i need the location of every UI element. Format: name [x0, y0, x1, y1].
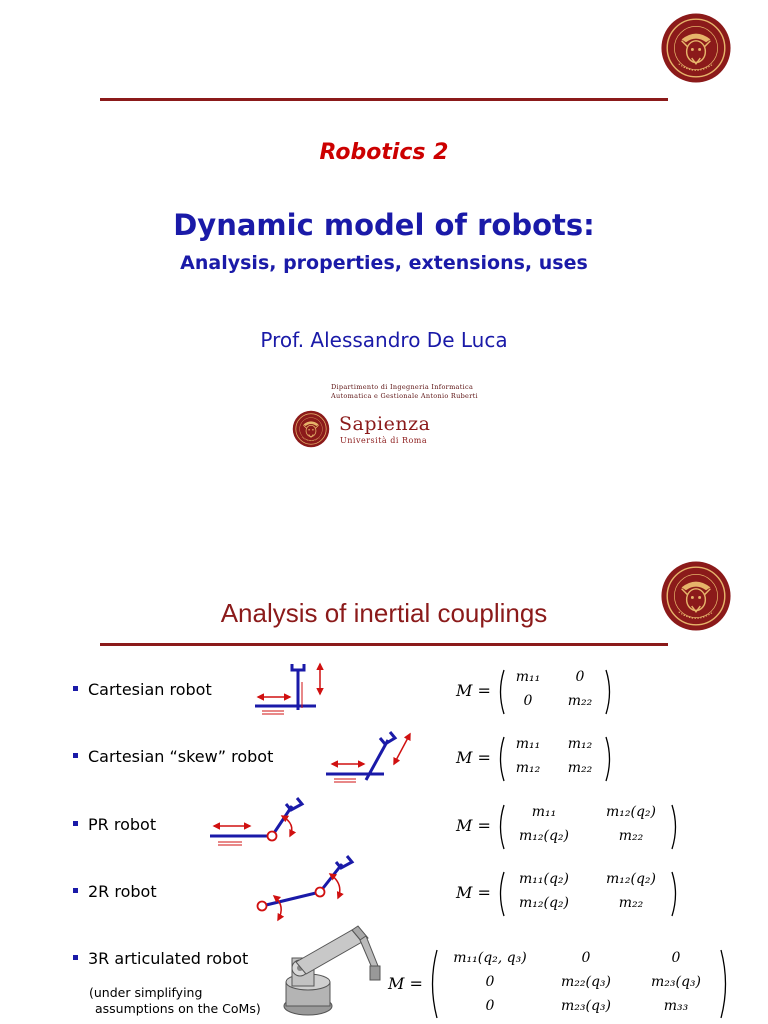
item-label: Cartesian robot	[88, 680, 212, 699]
list-item: 2R robot	[73, 882, 157, 901]
department-name: Dipartimento di Ingegneria Informatica A…	[331, 383, 478, 401]
matrix-lhs: M =	[388, 974, 423, 993]
matrix-cell: 0	[575, 669, 585, 685]
item-note: (under simplifying assumptions on the Co…	[89, 985, 261, 1017]
item-label: 2R robot	[88, 882, 157, 901]
slide-title: Analysis of inertial couplings	[220, 598, 548, 628]
slide-subtitle: Analysis, properties, extensions, uses	[180, 252, 588, 274]
header-rule	[100, 643, 668, 646]
matrix-cell: m₁₁	[515, 669, 541, 685]
list-item: PR robot	[73, 815, 156, 834]
matrix-lhs: M =	[456, 883, 491, 902]
university-name: Sapienza	[339, 413, 431, 435]
department-line-1: Dipartimento di Ingegneria Informatica	[331, 383, 474, 391]
inertia-matrix-3r: M = m₁₁(q₂, q₃) 0 0 0 m₂₂(q₃) m₂₃(q₃) 0 …	[388, 946, 733, 1022]
inertia-matrix-2r: M = m₁₁(q₂) m₁₂(q₂) m₁₂(q₂) m₂₂	[456, 868, 682, 920]
matrix-cell: m₂₃(q₃)	[651, 974, 701, 990]
sapienza-seal-icon	[660, 12, 732, 84]
item-label: PR robot	[88, 815, 157, 834]
matrix-cell: m₁₁(q₂, q₃)	[453, 950, 527, 966]
pr-robot-icon	[210, 797, 305, 846]
matrix-cell: m₁₂(q₂)	[519, 828, 569, 844]
list-item: Cartesian “skew” robot	[73, 747, 273, 766]
matrix-cell: 0	[671, 950, 681, 966]
matrix-cell: m₁₂	[515, 760, 541, 776]
cartesian-robot-icon	[255, 662, 324, 715]
matrix-cell: m₁₁(q₂)	[519, 871, 569, 887]
matrix-cell: m₁₁	[531, 804, 557, 820]
course-name: Robotics 2	[319, 140, 449, 165]
bullet-icon	[73, 888, 78, 893]
author-name: Prof. Alessandro De Luca	[260, 328, 508, 352]
matrix-cell: m₂₂	[567, 760, 593, 776]
skew-robot-icon	[326, 731, 411, 783]
bullet-icon	[73, 686, 78, 691]
matrix-cell: 0	[523, 693, 533, 709]
bullet-icon	[73, 753, 78, 758]
matrix-cell: m₁₁	[515, 736, 541, 752]
list-item: 3R articulated robot	[73, 949, 248, 968]
title-slide: Robotics 2 Dynamic model of robots: Anal…	[100, 0, 768, 512]
matrix-cell: m₁₂(q₂)	[606, 804, 656, 820]
note-line-2: assumptions on the CoMs)	[95, 1001, 261, 1016]
department-line-2: Automatica e Gestionale Antonio Ruberti	[331, 392, 478, 400]
matrix-cell: 0	[485, 974, 495, 990]
item-label: 3R articulated robot	[88, 949, 249, 968]
matrix-cell: m₁₂(q₂)	[519, 895, 569, 911]
inertia-matrix-cartesian: M = m₁₁ 0 0 m₂₂	[456, 666, 616, 718]
note-line-1: (under simplifying	[89, 985, 203, 1000]
header-rule	[100, 98, 668, 101]
inertia-matrix-skew: M = m₁₁ m₁₂ m₁₂ m₂₂	[456, 733, 616, 785]
matrix-cell: 0	[485, 998, 495, 1014]
matrix-cell: m₂₂	[618, 828, 644, 844]
matrix-cell: m₂₂	[567, 693, 593, 709]
matrix-cell: 0	[581, 950, 591, 966]
matrix-cell: m₃₃	[663, 998, 689, 1014]
bullet-icon	[73, 955, 78, 960]
matrix-cell: m₂₂	[618, 895, 644, 911]
inertia-matrix-pr: M = m₁₁ m₁₂(q₂) m₁₂(q₂) m₂₂	[456, 801, 682, 853]
sapienza-logo-icon	[292, 410, 330, 448]
item-label: Cartesian “skew” robot	[88, 747, 274, 766]
matrix-lhs: M =	[456, 748, 491, 767]
matrix-lhs: M =	[456, 816, 491, 835]
content-slide: Analysis of inertial couplings Cartesian…	[0, 512, 768, 1024]
2r-robot-icon	[256, 855, 355, 922]
list-item: Cartesian robot	[73, 680, 212, 699]
matrix-cell: m₂₂(q₃)	[561, 974, 611, 990]
slide-title: Dynamic model of robots:	[173, 208, 595, 242]
matrix-lhs: M =	[456, 681, 491, 700]
university-subname: Università di Roma	[340, 436, 428, 445]
matrix-cell: m₂₃(q₃)	[561, 998, 611, 1014]
bullet-icon	[73, 821, 78, 826]
3r-robot-icon	[283, 925, 381, 1016]
matrix-cell: m₁₂(q₂)	[606, 871, 656, 887]
matrix-cell: m₁₂	[567, 736, 593, 752]
